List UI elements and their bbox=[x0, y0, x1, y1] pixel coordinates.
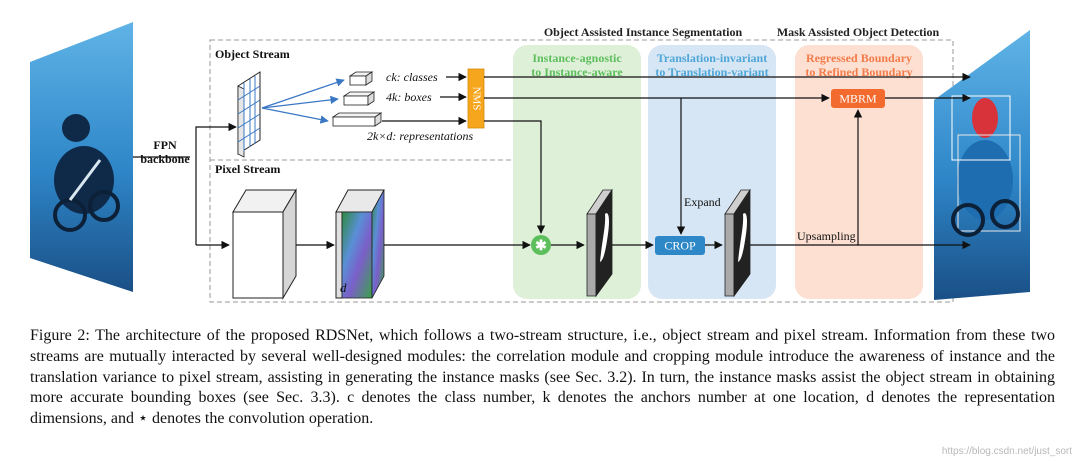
nms-label: NMS bbox=[470, 87, 482, 111]
representations-label: 2k×d: representations bbox=[367, 129, 474, 143]
crop-block bbox=[655, 236, 705, 255]
input-image bbox=[30, 22, 133, 292]
panel-blue-title-2: to Translation-variant bbox=[655, 65, 768, 79]
panel-green-title-2: to Instance-aware bbox=[531, 65, 623, 79]
architecture-diagram: Object Assisted Instance Segmentation Ma… bbox=[30, 22, 1030, 303]
convolution-star-icon: ✱ bbox=[531, 235, 551, 255]
boxes-head bbox=[342, 91, 376, 106]
instance-mask-1 bbox=[586, 188, 613, 298]
d-label: d bbox=[340, 280, 347, 295]
panel-blue-title-1: Translation-invariant bbox=[657, 51, 767, 65]
panel-orange bbox=[795, 45, 923, 299]
mbrm-label: MBRM bbox=[839, 92, 877, 106]
panel-green bbox=[513, 45, 641, 299]
representations-head bbox=[331, 112, 383, 127]
arrow-to-classes bbox=[261, 78, 345, 109]
expand-label: Expand bbox=[684, 195, 721, 209]
header-oais: Object Assisted Instance Segmentation bbox=[544, 25, 743, 39]
representations-to-conv bbox=[484, 120, 546, 234]
instance-mask-2 bbox=[724, 188, 751, 298]
pixel-representation-map bbox=[335, 189, 385, 299]
arrow-to-boxes bbox=[261, 95, 339, 109]
fpn-label-line2: backbone bbox=[140, 152, 190, 166]
classes-label: ck: classes bbox=[386, 70, 438, 84]
svg-text:✱: ✱ bbox=[535, 239, 547, 254]
object-stream-label: Object Stream bbox=[215, 47, 290, 61]
panel-green-title-1: Instance-agnostic bbox=[532, 51, 622, 65]
header-maod: Mask Assisted Object Detection bbox=[777, 25, 940, 39]
watermark: https://blog.csdn.net/just_sort bbox=[941, 446, 1072, 457]
fpn-split-line bbox=[195, 122, 237, 245]
mbrm-block bbox=[831, 89, 885, 108]
crop-label: CROP bbox=[664, 239, 696, 253]
panel-orange-title-1: Regressed Boundary bbox=[806, 51, 912, 65]
upsampling-label: Upsampling bbox=[797, 229, 856, 243]
panel-blue bbox=[648, 45, 776, 299]
pixel-feature-block bbox=[232, 188, 297, 300]
boxes-label: 4k: boxes bbox=[386, 90, 432, 104]
arrow-to-representations bbox=[261, 107, 329, 124]
pixel-stream-label: Pixel Stream bbox=[215, 162, 280, 176]
figure-caption: Figure 2: The architecture of the propos… bbox=[30, 327, 1055, 428]
classes-head bbox=[348, 71, 374, 86]
output-image bbox=[934, 30, 1030, 300]
fpn-label-line1: FPN bbox=[153, 138, 177, 152]
object-feature-map bbox=[237, 71, 261, 158]
panel-orange-title-2: to Refined Boundary bbox=[805, 65, 912, 79]
